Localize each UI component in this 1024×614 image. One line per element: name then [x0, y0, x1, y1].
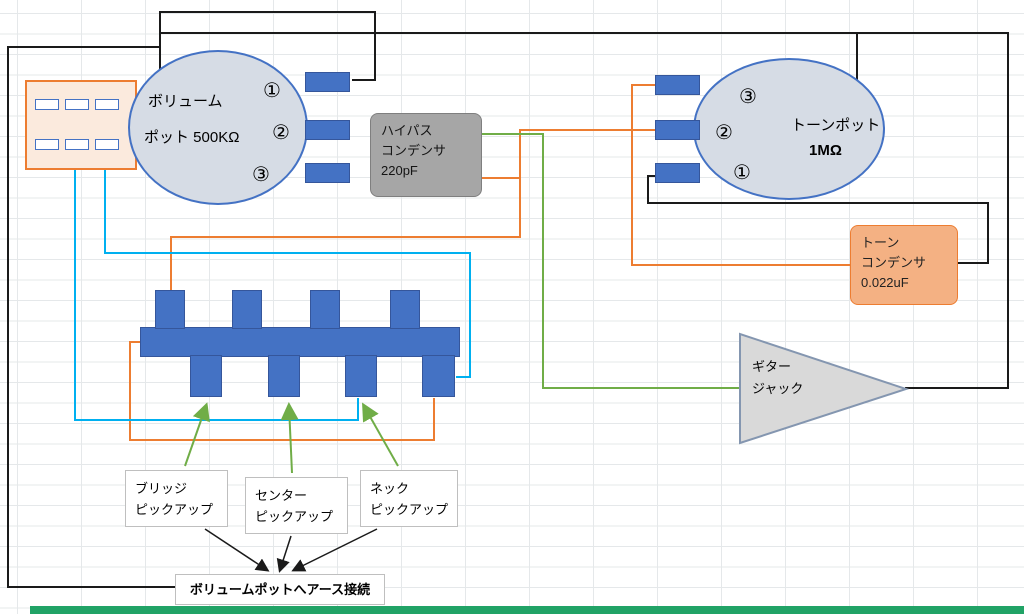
volume-pot-lug2-number: ②	[272, 122, 290, 144]
volume-pot-lug1	[305, 72, 350, 92]
arrow-green-bridge-to-switch	[184, 402, 210, 467]
neck-pickup-label: ネック ピックアップ	[360, 470, 458, 527]
wire-black-left-ground-run	[7, 46, 177, 588]
selector-switch-bar	[140, 327, 460, 357]
wire-orange-switch-loop	[129, 341, 435, 441]
tone-pot-lug1	[655, 163, 700, 183]
volume-pot-lug3	[305, 163, 350, 183]
arrow-black-bridge-to-ground-note	[204, 528, 270, 572]
connector-lug	[35, 99, 59, 110]
volume-pot: ボリューム ポット 500KΩ ① ② ③	[128, 50, 308, 205]
switch-bottom-tab-4	[422, 355, 455, 397]
connector-lug	[95, 139, 119, 150]
guitar-jack	[739, 332, 910, 445]
volume-pot-lug1-number: ①	[263, 80, 281, 102]
tone-pot-lug2	[655, 120, 700, 140]
highpass-capacitor-line2: コンデンサ	[381, 143, 447, 159]
center-pickup-label: センター ピックアップ	[245, 477, 348, 534]
highpass-capacitor: ハイパス コンデンサ 220pF	[370, 113, 482, 197]
selector-connector-block	[25, 80, 137, 170]
wire-orange-switch-to-volume-tone	[170, 129, 656, 295]
arrow-green-neck-to-switch	[362, 402, 399, 467]
ground-connection-note: ボリュームポットへアース接続	[175, 574, 385, 605]
highpass-capacitor-line3: 220pF	[381, 163, 418, 179]
tone-capacitor-line1: トーン	[861, 235, 900, 250]
connector-lug	[65, 99, 89, 110]
center-pickup-line1: センター	[255, 488, 308, 503]
wire-black-vol-to-lug	[159, 11, 376, 81]
arrow-black-center-to-ground-note	[276, 535, 292, 573]
guitar-jack-label: ギター ジャック	[752, 356, 803, 400]
guitar-jack-label-line1: ギター	[752, 359, 792, 374]
switch-top-tab-3	[310, 290, 340, 329]
tone-capacitor: トーン コンデンサ 0.022uF	[850, 225, 958, 305]
bridge-pickup-line2: ピックアップ	[135, 502, 214, 518]
switch-top-tab-1	[155, 290, 185, 329]
arrow-green-center-to-switch	[280, 402, 299, 474]
highpass-capacitor-line1: ハイパス	[381, 123, 433, 138]
connector-lug	[35, 139, 59, 150]
switch-top-tab-2	[232, 290, 262, 329]
switch-top-tab-4	[390, 290, 420, 329]
wire-green-signal-to-jack	[482, 133, 740, 389]
volume-pot-lug2	[305, 120, 350, 140]
bridge-pickup-line1: ブリッジ	[135, 481, 188, 496]
tone-pot: ③ ② ① トーンポット 1MΩ	[693, 58, 885, 200]
wire-black-jack-ground	[855, 32, 1009, 389]
neck-pickup-line2: ピックアップ	[370, 502, 449, 518]
connector-lug	[65, 139, 89, 150]
connector-lug	[95, 99, 119, 110]
bridge-pickup-label: ブリッジ ピックアップ	[125, 470, 228, 527]
switch-bottom-tab-2	[268, 355, 300, 397]
tone-pot-label-line1: トーンポット	[791, 117, 881, 134]
switch-bottom-tab-3	[345, 355, 377, 397]
tone-pot-label-line2: 1MΩ	[809, 142, 842, 159]
tone-pot-lug3	[655, 75, 700, 95]
wire-orange-tonecap-to-lug3	[631, 84, 850, 266]
wire-black-tonecap-to-lug1	[647, 175, 989, 264]
tone-pot-lug2-number: ②	[715, 122, 733, 144]
bottom-green-bar	[30, 606, 1024, 614]
neck-pickup-line1: ネック	[370, 481, 410, 496]
wire-cyan-connector-to-switch-tab3	[74, 149, 359, 421]
wire-cyan-connector-to-switch-right	[104, 149, 471, 378]
tone-capacitor-line3: 0.022uF	[861, 275, 909, 291]
volume-pot-label-line2: ポット 500KΩ	[144, 129, 240, 146]
guitar-jack-triangle	[739, 332, 910, 445]
tone-capacitor-line2: コンデンサ	[861, 255, 927, 271]
switch-bottom-tab-1	[190, 355, 222, 397]
center-pickup-line2: ピックアップ	[255, 509, 334, 525]
arrow-black-neck-to-ground-note	[291, 528, 378, 572]
volume-pot-label-line1: ボリューム	[148, 93, 223, 110]
volume-pot-lug3-number: ③	[252, 164, 270, 186]
tone-pot-lug3-number: ③	[739, 86, 757, 108]
guitar-jack-label-line2: ジャック	[752, 381, 804, 397]
tone-pot-lug1-number: ①	[733, 162, 751, 184]
